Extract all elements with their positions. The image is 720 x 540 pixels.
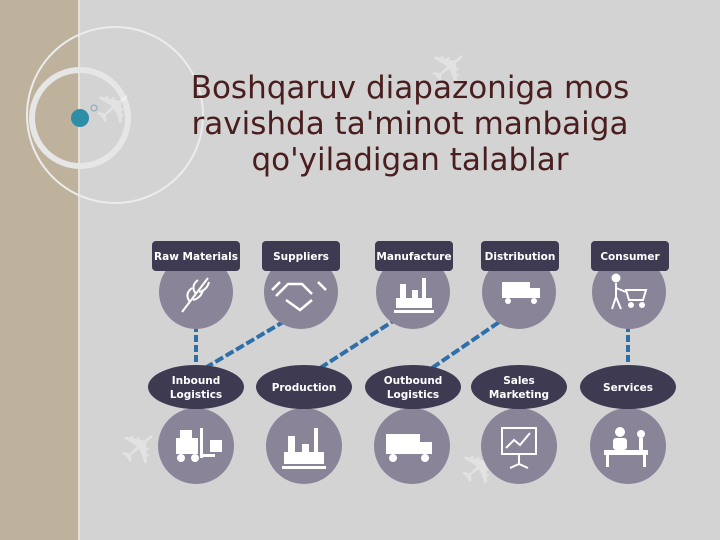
top-label: Manufacture (376, 251, 451, 263)
top-label: Distribution (485, 251, 556, 263)
bottom-label: Inbound (172, 375, 221, 387)
left-band-divider (78, 0, 80, 540)
handshake-icon (271, 281, 327, 312)
bottom-label: Sales (503, 375, 535, 387)
forklift-icon (176, 428, 222, 462)
presentation-chart-icon (501, 427, 537, 469)
top-label: Suppliers (273, 251, 329, 263)
top-label-box (262, 241, 340, 271)
bottom-label: Services (603, 382, 653, 394)
top-node-circle (592, 255, 666, 329)
factory-icon (282, 428, 326, 469)
bottom-label: Production (272, 382, 337, 394)
slide-title: Boshqaruv diapazoniga mos ravishda ta'mi… (140, 70, 680, 178)
bottom-row: Inbound Logistics Production Outbound Lo… (148, 365, 676, 484)
slide-title-line: ravishda ta'minot manbaiga (191, 106, 629, 142)
top-label: Consumer (600, 251, 660, 263)
decor-dot (71, 109, 89, 127)
bottom-label-ellipse (580, 365, 676, 409)
bottom-label: Outbound (384, 375, 443, 387)
top-label: Raw Materials (154, 251, 238, 263)
bottom-label-ellipse (365, 365, 461, 409)
bottom-label-ellipse (148, 365, 244, 409)
truck-icon (386, 434, 432, 462)
truck-icon (502, 282, 540, 304)
chain-links (194, 316, 630, 370)
slide-title-line: qo'yiladigan talablar (251, 142, 569, 178)
wheat-icon (181, 277, 210, 313)
top-node-circle (264, 255, 338, 329)
top-row: Raw Materials Suppliers Manufacture Dist… (152, 241, 669, 329)
factory-icon (394, 278, 434, 313)
bottom-label: Marketing (489, 389, 549, 401)
top-label-box (591, 241, 669, 271)
slide-title-line: Boshqaruv diapazoniga mos (190, 70, 630, 106)
bottom-label: Logistics (170, 389, 222, 401)
bottom-node-circle (481, 408, 557, 484)
bottom-node-circle (590, 408, 666, 484)
top-label-box (152, 241, 240, 271)
bottom-label-ellipse (256, 365, 352, 409)
bottom-label-ellipse (471, 365, 567, 409)
top-label-box (481, 241, 559, 271)
shopping-cart-person-icon (611, 273, 648, 310)
bottom-label: Logistics (387, 389, 439, 401)
top-label-box (375, 241, 453, 271)
top-node-circle (159, 255, 233, 329)
service-desk-icon (604, 427, 648, 467)
